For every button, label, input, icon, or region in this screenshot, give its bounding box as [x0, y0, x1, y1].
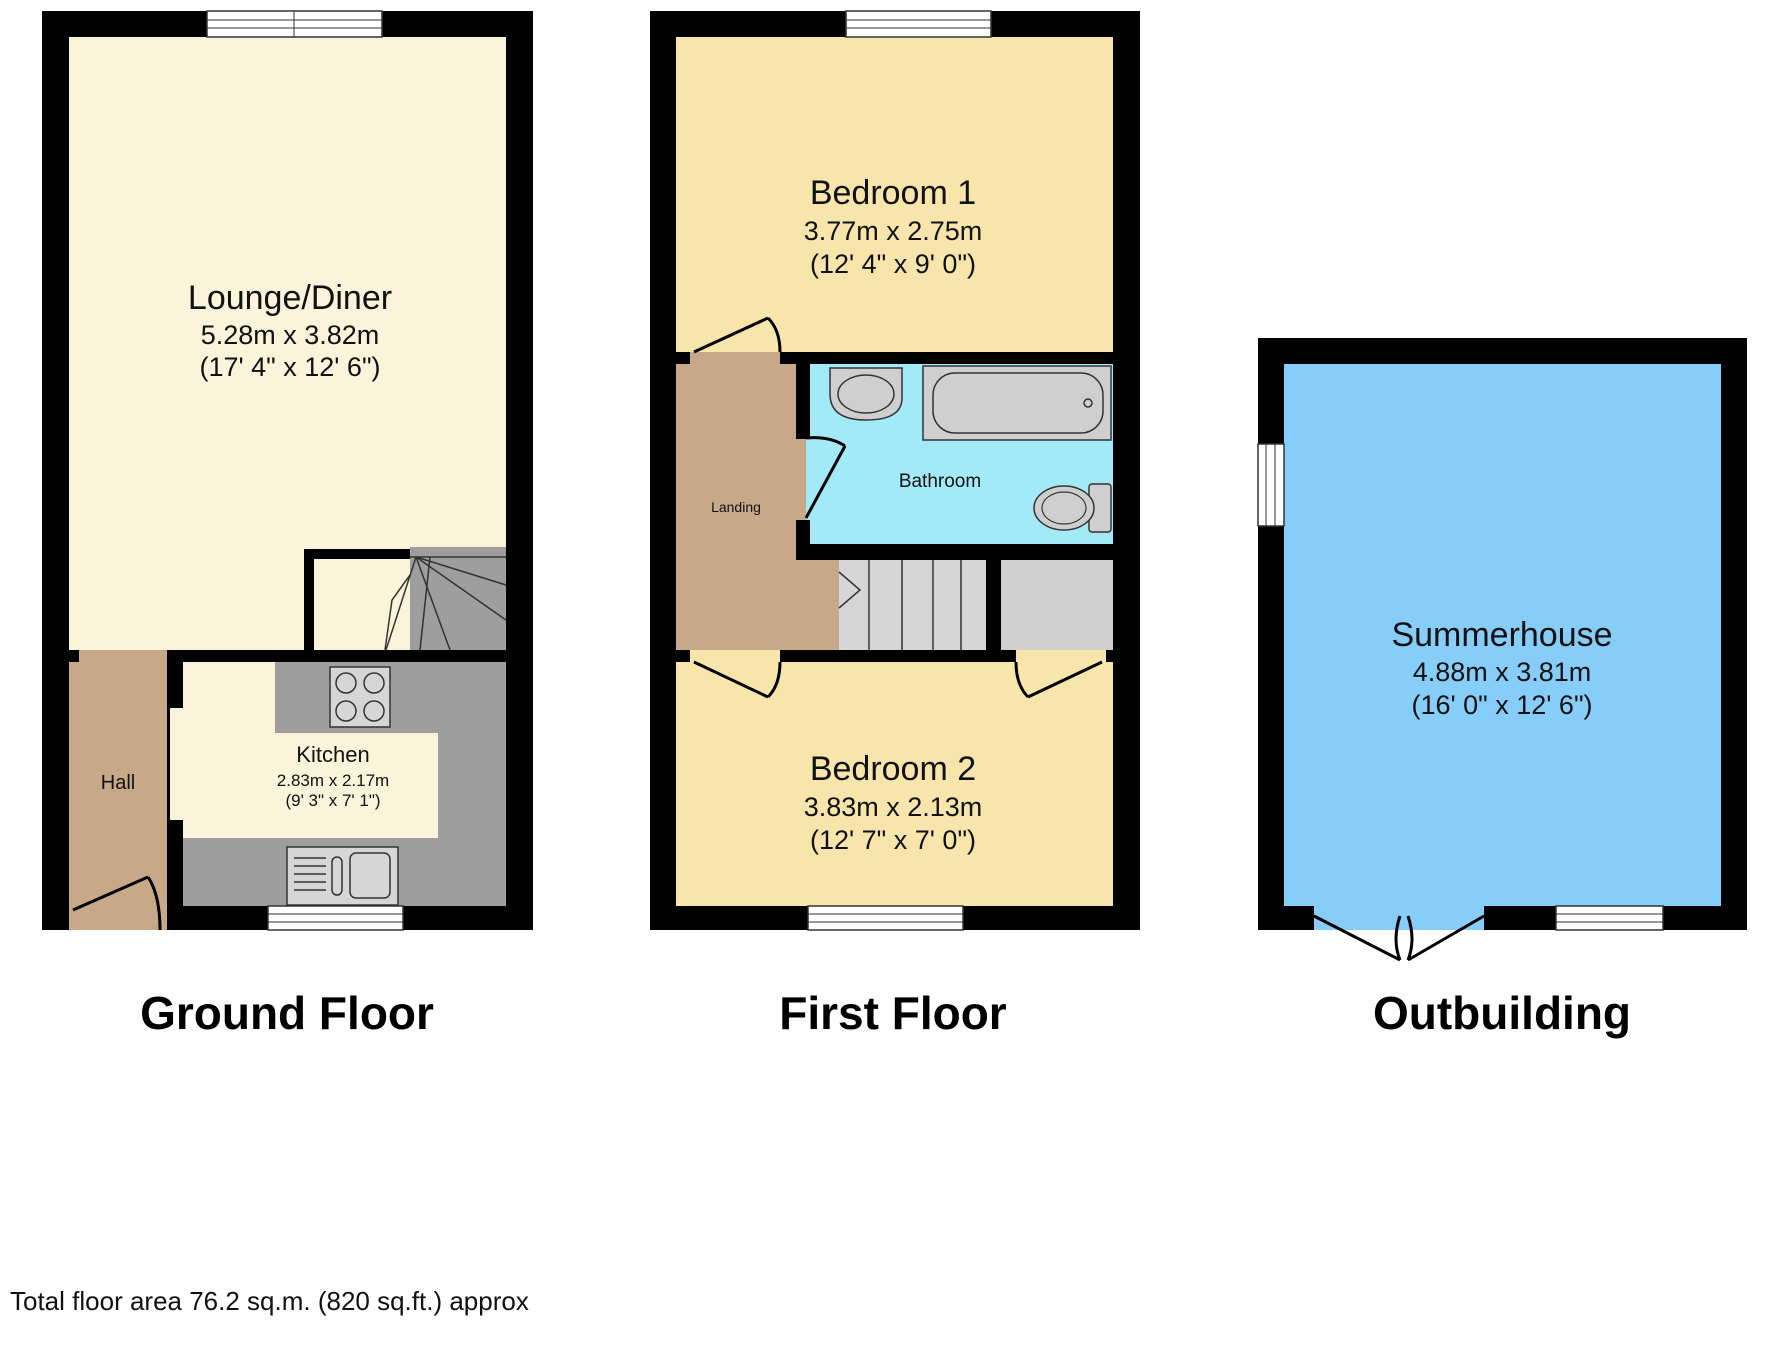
- front-door-swing: [72, 875, 162, 931]
- bedroom2-door-gap: [690, 650, 780, 662]
- bedroom1-wall: [676, 352, 1113, 364]
- front-door-opening: [69, 906, 161, 930]
- bathtub-basin: [932, 372, 1104, 434]
- kitchen-window: [267, 905, 404, 931]
- lounge-window-panes: [207, 11, 382, 37]
- bedroom2-window-panes: [808, 913, 963, 923]
- summerhouse-area: [1284, 364, 1721, 906]
- summerhouse-side-window: [1257, 443, 1285, 527]
- kitchen-metric: 2.83m x 2.17m: [277, 771, 389, 790]
- sink-bowl: [837, 374, 895, 414]
- hall-kitchen-wall-low: [167, 820, 183, 930]
- lounge-diner-name: Lounge/Diner: [188, 279, 392, 317]
- ground-stairs-treads: [384, 556, 507, 651]
- summerhouse-door-swing: [1313, 914, 1485, 962]
- bathroom-door-swing: [804, 436, 847, 519]
- stairs-cupboard-wall: [986, 544, 1001, 650]
- bedroom-2-name: Bedroom 2: [810, 750, 976, 788]
- sink-drainer: [294, 852, 391, 899]
- bedroom1-window: [845, 10, 992, 38]
- bedroom-2-metric: 3.83m x 2.13m: [804, 792, 983, 822]
- kitchen-imperial: (9' 3" x 7' 1"): [285, 791, 380, 810]
- landing-cupboard: [1001, 560, 1113, 650]
- kitchen-window-panes: [268, 913, 403, 923]
- hob-rings: [335, 672, 385, 722]
- lounge-diner-metric: 5.28m x 3.82m: [201, 320, 380, 350]
- hall-area: [69, 660, 167, 930]
- cupboard-wall: [304, 549, 314, 650]
- hall-kitchen-wall: [167, 650, 183, 708]
- bathroom-name: Bathroom: [899, 471, 981, 492]
- front-window-panes: [1556, 913, 1663, 923]
- cupboard-wall-top: [304, 549, 410, 559]
- bedroom-1-metric: 3.77m x 2.75m: [804, 216, 983, 246]
- cupboard-door-swing: [1014, 660, 1103, 699]
- bedroom-2-area: [676, 662, 1113, 906]
- bedroom-1-name: Bedroom 1: [810, 174, 976, 212]
- summerhouse-imperial: (16' 0" x 12' 6"): [1411, 690, 1592, 720]
- kitchen-name: Kitchen: [296, 742, 369, 767]
- bedroom1-door-swing: [693, 316, 782, 354]
- kitchen-open-floor-2: [170, 733, 438, 838]
- cupboard-door-gap: [1016, 650, 1106, 662]
- first-stairs-treads: [838, 560, 962, 650]
- bedroom-2-imperial: (12' 7" x 7' 0"): [810, 825, 976, 855]
- summerhouse-name: Summerhouse: [1391, 616, 1612, 654]
- outbuilding-plan: Summerhouse 4.88m x 3.81m (16' 0" x 12' …: [1257, 338, 1747, 1039]
- kitchen-opening: [170, 708, 183, 820]
- first-floor-title: First Floor: [779, 987, 1007, 1039]
- outbuilding-title: Outbuilding: [1373, 987, 1631, 1039]
- bathtub-plug: [1083, 398, 1093, 408]
- bedroom-1-imperial: (12' 4" x 9' 0"): [810, 249, 976, 279]
- toilet-seat: [1041, 491, 1087, 525]
- bedroom1-door-gap: [690, 352, 780, 364]
- bedroom2-window: [807, 905, 964, 931]
- hall-gap: [79, 650, 167, 662]
- side-window-panes: [1265, 444, 1276, 526]
- understairs-cupboard: [314, 559, 410, 650]
- hall-name: Hall: [101, 772, 135, 794]
- bathroom-left-wall: [796, 364, 810, 439]
- bedroom-1-area: [676, 37, 1113, 352]
- total-floor-area: Total floor area 76.2 sq.m. (820 sq.ft.)…: [10, 1286, 529, 1316]
- first-stairs: [839, 560, 986, 650]
- summerhouse-front-window: [1555, 905, 1664, 931]
- first-floor-plan: Bedroom 1 3.77m x 2.75m (12' 4" x 9' 0")…: [650, 10, 1140, 1039]
- bedroom2-door-swing: [693, 660, 782, 699]
- bedroom1-window-panes: [846, 19, 991, 29]
- ground-floor-plan: Lounge/Diner 5.28m x 3.82m (17' 4" x 12'…: [42, 10, 533, 1039]
- bathroom-bottom-wall: [796, 544, 1113, 560]
- ground-floor-title: Ground Floor: [140, 987, 434, 1039]
- landing-name: Landing: [711, 499, 761, 515]
- lounge-diner-imperial: (17' 4" x 12' 6"): [199, 352, 380, 382]
- summerhouse-metric: 4.88m x 3.81m: [1413, 657, 1592, 687]
